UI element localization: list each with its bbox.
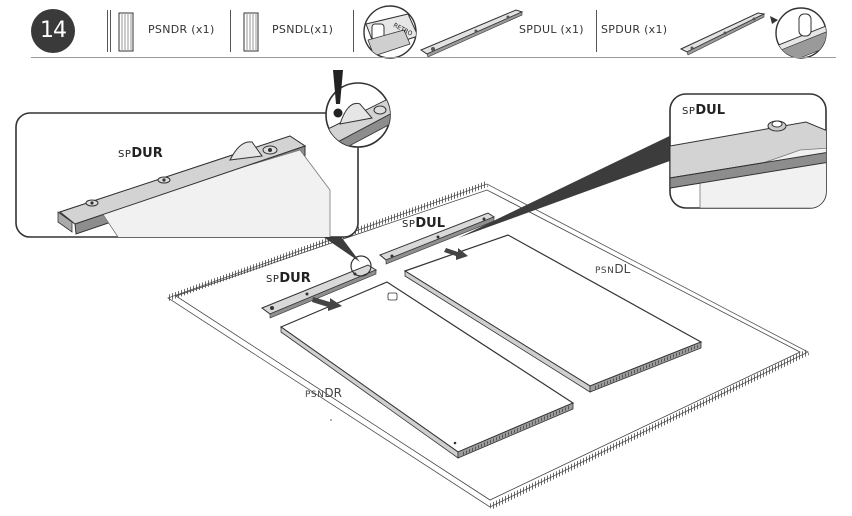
right-callout-label: SPDUL <box>682 103 726 118</box>
header-detail-circle <box>363 5 417 59</box>
header-separator <box>596 10 597 52</box>
rail-left-label: SPDUR <box>266 271 311 286</box>
left-callout-pointer <box>316 230 360 262</box>
header-separator <box>107 10 108 52</box>
part-icon-spdul <box>419 9 524 58</box>
panel-right-label: PSNDL <box>595 262 631 276</box>
detail-circle-exclamation <box>325 82 391 148</box>
part-icon-spdur <box>679 12 766 56</box>
panel-left-label: PSNDR <box>305 386 342 400</box>
floor-mat <box>166 181 810 510</box>
part-label-spdul: SPDUL (x1) <box>519 23 584 36</box>
arrow-left-rail <box>312 297 342 311</box>
part-icon-psndr <box>118 12 134 52</box>
part-label-spdur: SPDUR (x1) <box>601 23 668 36</box>
header-rule <box>31 57 836 58</box>
header-separator <box>110 10 111 52</box>
door-panel-right <box>403 234 703 393</box>
header-separator <box>230 10 231 52</box>
left-callout-label: SPDUR <box>118 146 163 161</box>
part-label-psndr: PSNDR (x1) <box>148 23 215 36</box>
right-callout-pointer <box>458 130 700 238</box>
header-separator <box>353 10 354 52</box>
part-label-psndl: PSNDL(x1) <box>272 23 334 36</box>
warning-exclamation-icon <box>333 70 343 118</box>
magnifier-circle <box>350 255 372 277</box>
door-panel-left <box>279 281 575 459</box>
arrow-right-rail <box>444 248 468 260</box>
right-callout-box <box>669 93 827 209</box>
part-icon-psndl <box>243 12 259 52</box>
left-callout-box <box>15 112 359 238</box>
step-number-badge: 14 <box>31 9 75 53</box>
rail-left <box>260 264 378 319</box>
rail-right-label: SPDUL <box>402 216 446 231</box>
